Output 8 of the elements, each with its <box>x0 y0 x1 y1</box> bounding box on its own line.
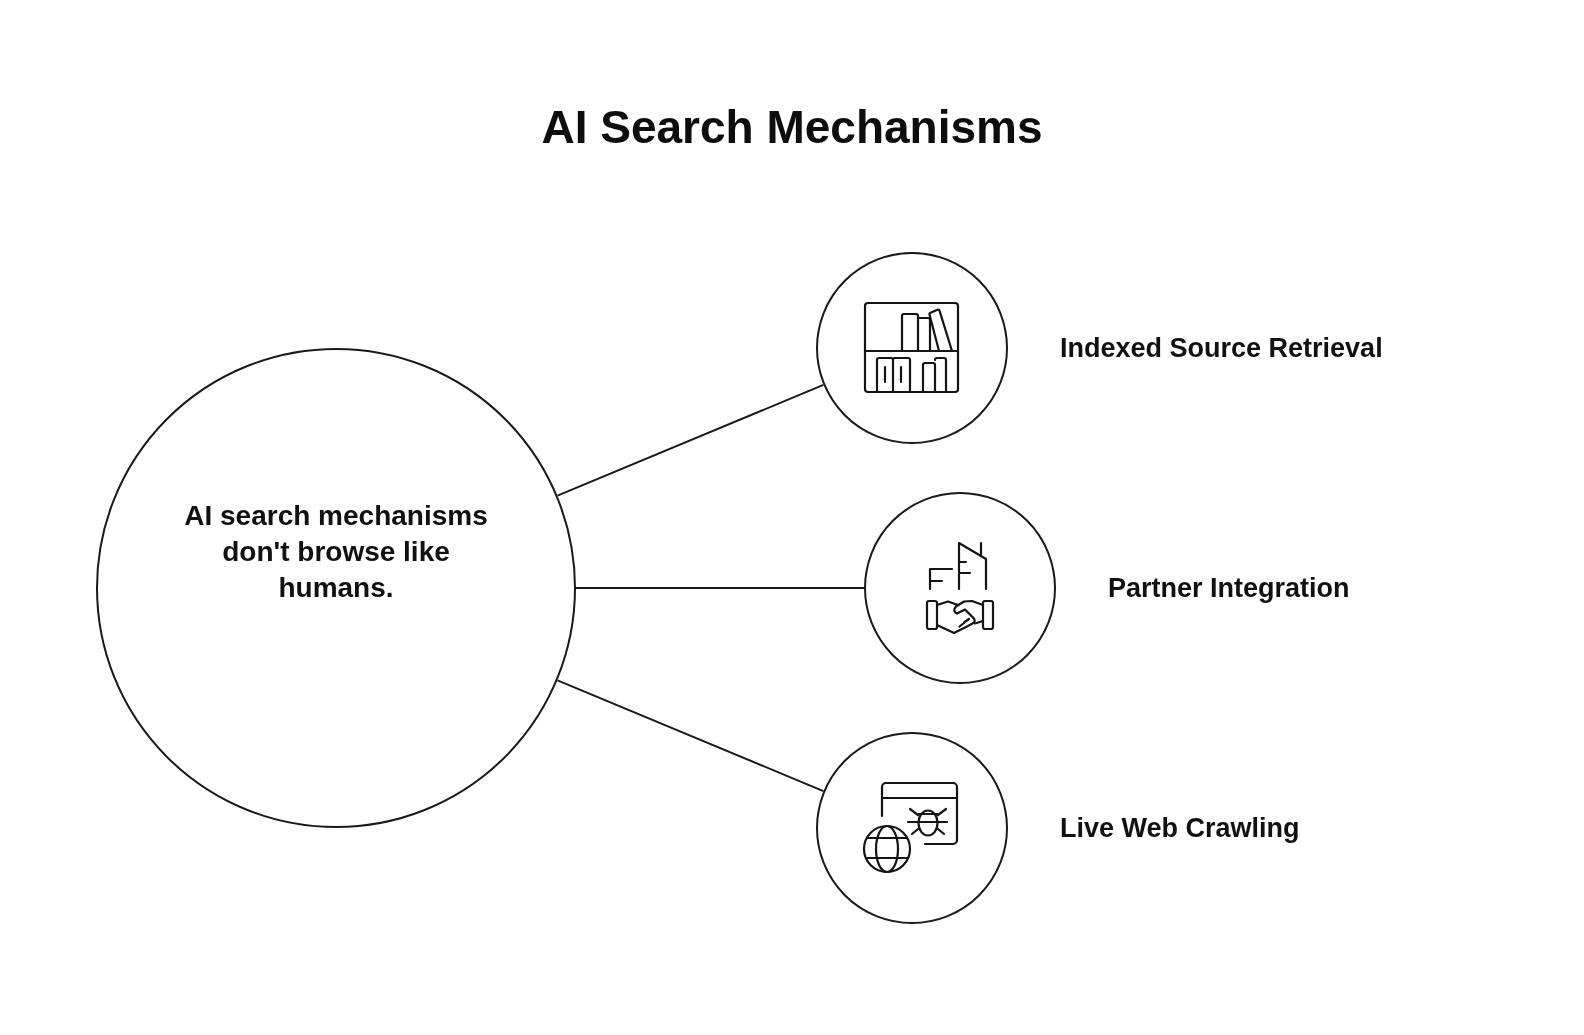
mechanism-label: Partner Integration <box>1108 572 1350 605</box>
connector-line <box>556 679 825 793</box>
mechanism-label: Live Web Crawling <box>1060 812 1300 845</box>
connector-line <box>556 383 825 497</box>
mechanism-label: Indexed Source Retrieval <box>1060 332 1383 365</box>
diagram-title: AI Search Mechanisms <box>541 100 1043 155</box>
connector-line <box>575 587 865 589</box>
circle-text: AI search mechanisms don't browse like humans. <box>183 499 489 605</box>
